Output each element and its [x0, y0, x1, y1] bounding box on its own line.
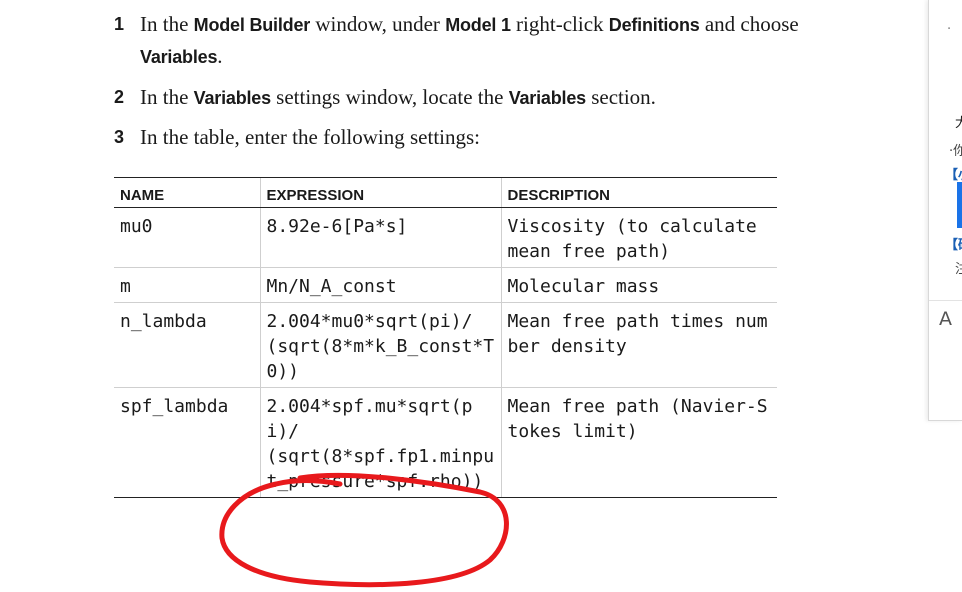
- step-number: 2: [114, 87, 125, 107]
- text: and choose: [699, 12, 799, 36]
- ui-term: Model 1: [445, 15, 511, 35]
- step-2: 2 In the Variables settings window, loca…: [114, 82, 904, 114]
- header-description: DESCRIPTION: [500, 177, 777, 208]
- table-row: spf_lambda 2.004*spf.mu*sqrt(pi)/ (sqrt(…: [114, 387, 777, 498]
- step-text: In the table, enter the following settin…: [140, 122, 904, 153]
- ui-term: Definitions: [608, 15, 700, 35]
- font-size-icon[interactable]: A: [939, 308, 952, 330]
- panel-text-fragment: 大: [955, 116, 962, 131]
- table-header-row: NAME EXPRESSION DESCRIPTION: [114, 177, 777, 208]
- cell-name: m: [114, 267, 260, 303]
- step-text: In the Variables settings window, locate…: [140, 82, 904, 114]
- panel-blue-highlight: [957, 182, 962, 228]
- settings-table: NAME EXPRESSION DESCRIPTION mu0 8.92e-6[…: [114, 177, 777, 498]
- text: section.: [585, 85, 656, 109]
- ui-term: Model Builder: [193, 15, 311, 35]
- text: In the table, enter the following settin…: [140, 125, 480, 149]
- table-row: mu0 8.92e-6[Pa*s] Viscosity (to calculat…: [114, 207, 777, 268]
- text: window, under: [310, 12, 446, 36]
- text: settings window, locate the: [270, 85, 509, 109]
- cell-name: mu0: [114, 207, 260, 268]
- panel-text-fragment: ·你: [949, 144, 962, 159]
- cell-name: n_lambda: [114, 302, 260, 388]
- cell-expression: 2.004*mu0*sqrt(pi)/ (sqrt(8*m*k_B_const*…: [259, 302, 501, 388]
- cell-description: Mean free path times number density: [500, 302, 777, 388]
- text: right-click: [510, 12, 609, 36]
- panel-text-fragment: 注: [955, 262, 962, 277]
- side-panel[interactable]: · 大 ·你 【小 【硕 注 A: [928, 0, 962, 421]
- step-text: In the Model Builder window, under Model…: [140, 9, 904, 73]
- cell-description: Molecular mass: [500, 267, 777, 303]
- cell-expression: Mn/N_A_const: [259, 267, 501, 303]
- cell-expression: 8.92e-6[Pa*s]: [259, 207, 501, 268]
- panel-dot: ·: [947, 22, 952, 37]
- cell-expression: 2.004*spf.mu*sqrt(pi)/ (sqrt(8*spf.fp1.m…: [259, 387, 501, 498]
- header-name: NAME: [114, 177, 260, 208]
- text: In the: [140, 85, 194, 109]
- ui-term: Variables: [140, 47, 218, 67]
- step-number: 1: [114, 14, 125, 34]
- step-1: 1 In the Model Builder window, under Mod…: [114, 9, 904, 73]
- panel-link-fragment[interactable]: 【硕: [945, 238, 962, 253]
- table-row: m Mn/N_A_const Molecular mass: [114, 267, 777, 303]
- text: In the: [140, 12, 194, 36]
- table-row: n_lambda 2.004*mu0*sqrt(pi)/ (sqrt(8*m*k…: [114, 302, 777, 388]
- header-expression: EXPRESSION: [259, 177, 501, 208]
- cell-name: spf_lambda: [114, 387, 260, 498]
- cell-description: Mean free path (Navier-Stokes limit): [500, 387, 777, 498]
- step-number: 3: [114, 127, 125, 147]
- text: .: [217, 44, 223, 68]
- ui-term: Variables: [508, 88, 586, 108]
- ui-term: Variables: [193, 88, 271, 108]
- cell-description: Viscosity (to calculate mean free path): [500, 207, 777, 268]
- panel-divider: [929, 300, 962, 301]
- panel-link-fragment[interactable]: 【小: [945, 168, 962, 183]
- step-3: 3 In the table, enter the following sett…: [114, 122, 904, 153]
